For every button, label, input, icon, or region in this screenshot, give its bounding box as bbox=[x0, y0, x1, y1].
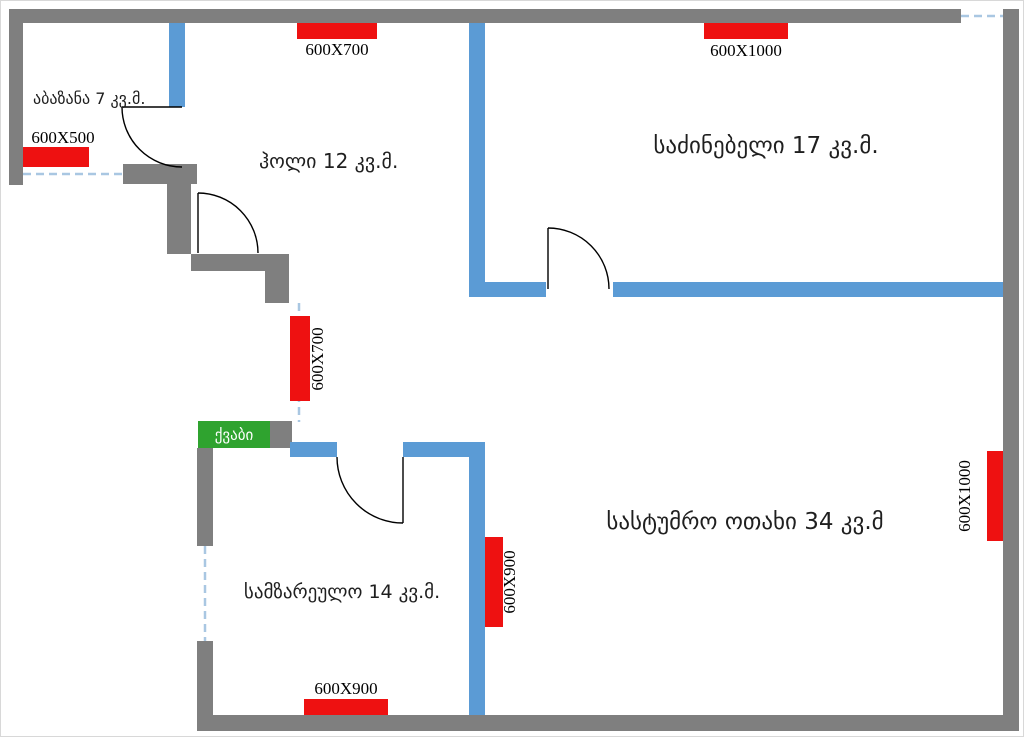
radiator-corridor-middle bbox=[290, 316, 310, 401]
room-label-bathroom: აბაზანა 7 კვ.მ. bbox=[33, 89, 145, 108]
boiler-box bbox=[198, 421, 270, 448]
radiator-living-room-right bbox=[987, 451, 1003, 541]
boiler-label: ქვაბი bbox=[215, 426, 254, 444]
wall-corridor-horizontal bbox=[191, 254, 289, 271]
wall-bathroom-right bbox=[169, 23, 185, 107]
bathroom-door-arc bbox=[121, 106, 183, 168]
radiator-label-corridor-middle: 600X700 bbox=[308, 327, 327, 390]
radiator-bathroom-left bbox=[23, 147, 89, 167]
radiator-label-living-room-right: 600X1000 bbox=[955, 460, 974, 532]
wall-kitchen-left-upper bbox=[197, 448, 213, 546]
radiator-label-hall-top: 600X700 bbox=[305, 40, 368, 59]
wall-bedroom-bottom-left bbox=[485, 282, 546, 297]
bedroom-door-arc bbox=[547, 227, 610, 290]
room-label-living-room: სასტუმრო ოთახი 34 კვ.მ bbox=[606, 509, 883, 535]
radiator-kitchen-bottom bbox=[304, 699, 388, 715]
wall-left-top bbox=[9, 9, 23, 185]
radiator-label-kitchen-bottom: 600X900 bbox=[314, 679, 377, 698]
room-label-hall: ჰოლი 12 კვ.მ. bbox=[259, 149, 398, 173]
wall-bottom bbox=[197, 715, 1019, 731]
radiator-label-bathroom-left: 600X500 bbox=[31, 128, 94, 147]
wall-right bbox=[1003, 9, 1019, 731]
wall-kitchen-left-lower bbox=[197, 641, 213, 731]
wall-boiler-side-block bbox=[270, 421, 292, 448]
wall-bathroom-bottom-block bbox=[123, 164, 197, 184]
radiator-label-kitchen-right: 600X900 bbox=[500, 550, 519, 613]
wall-kitchen-right bbox=[469, 442, 485, 715]
radiator-kitchen-right bbox=[485, 537, 503, 627]
wall-bedroom-left bbox=[469, 23, 485, 297]
wall-kitchen-top-right bbox=[403, 442, 485, 457]
kitchen-door-arc bbox=[336, 456, 404, 524]
wall-top bbox=[9, 9, 961, 23]
wall-corridor-vertical-upper bbox=[167, 184, 191, 254]
wall-kitchen-top-left bbox=[290, 442, 337, 457]
radiator-bedroom-top bbox=[704, 23, 788, 39]
wall-bedroom-bottom-right bbox=[613, 282, 1003, 297]
room-label-kitchen: სამზარეულო 14 კვ.მ. bbox=[244, 581, 440, 603]
radiator-label-bedroom-top: 600X1000 bbox=[710, 41, 782, 60]
room-label-bedroom: საძინებელი 17 კვ.მ. bbox=[653, 133, 878, 159]
radiator-hall-top bbox=[297, 23, 377, 39]
wall-corridor-vertical-lower bbox=[265, 254, 289, 303]
hall-door-arc bbox=[197, 192, 259, 254]
